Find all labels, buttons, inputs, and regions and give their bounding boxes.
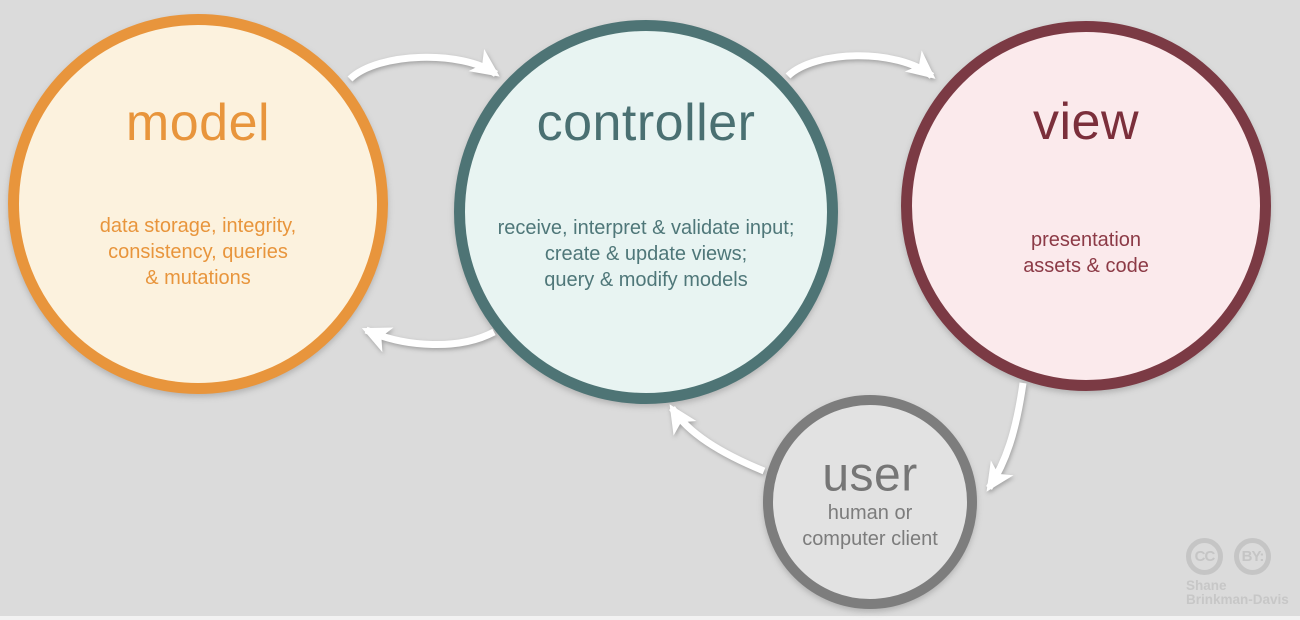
user-circle: user human or computer client [763,395,977,609]
model-description: data storage, integrity, consistency, qu… [19,213,377,291]
controller-circle: controller receive, interpret & validate… [454,20,838,404]
arrow-user-to-controller-icon [669,404,766,475]
license-badges: CC BY: [1186,538,1289,575]
user-description-line: computer client [802,528,938,551]
controller-description-line: receive, interpret & validate input; [497,216,795,239]
license-attribution: CC BY: Shane Brinkman-Davis [1186,538,1289,607]
view-description: presentation assets & code [912,227,1260,279]
cc-license-icon: CC [1186,538,1223,575]
by-license-icon: BY: [1234,538,1271,575]
arrow-controller-to-model-icon [361,326,496,353]
author-name-line: Brinkman-Davis [1186,592,1289,608]
controller-title: controller [536,93,756,152]
author-name-line: Shane [1186,578,1227,593]
model-circle: model data storage, integrity, consisten… [8,14,388,394]
arrow-model-to-controller-icon [347,49,500,82]
user-description: human or computer client [773,500,967,552]
view-circle: view presentation assets & code [901,21,1271,391]
model-description-line: consistency, queries [108,241,288,264]
controller-description-line: query & modify models [544,268,748,291]
controller-description-line: create & update views; [544,242,748,265]
user-title: user [822,448,918,502]
view-description-line: presentation [1030,228,1142,251]
author-name: Shane Brinkman-Davis [1186,578,1289,608]
bottom-edge-highlight [0,616,1300,620]
view-title: view [1032,93,1140,152]
controller-description: receive, interpret & validate input; cre… [465,215,827,293]
model-description-line: data storage, integrity, [99,215,297,238]
arrow-controller-to-view-icon [785,50,936,79]
view-description-line: assets & code [1023,254,1149,277]
user-description-line: human or [827,502,913,525]
model-title: model [125,94,271,153]
model-description-line: & mutations [145,267,251,290]
arrow-view-to-user-icon [986,382,1027,492]
